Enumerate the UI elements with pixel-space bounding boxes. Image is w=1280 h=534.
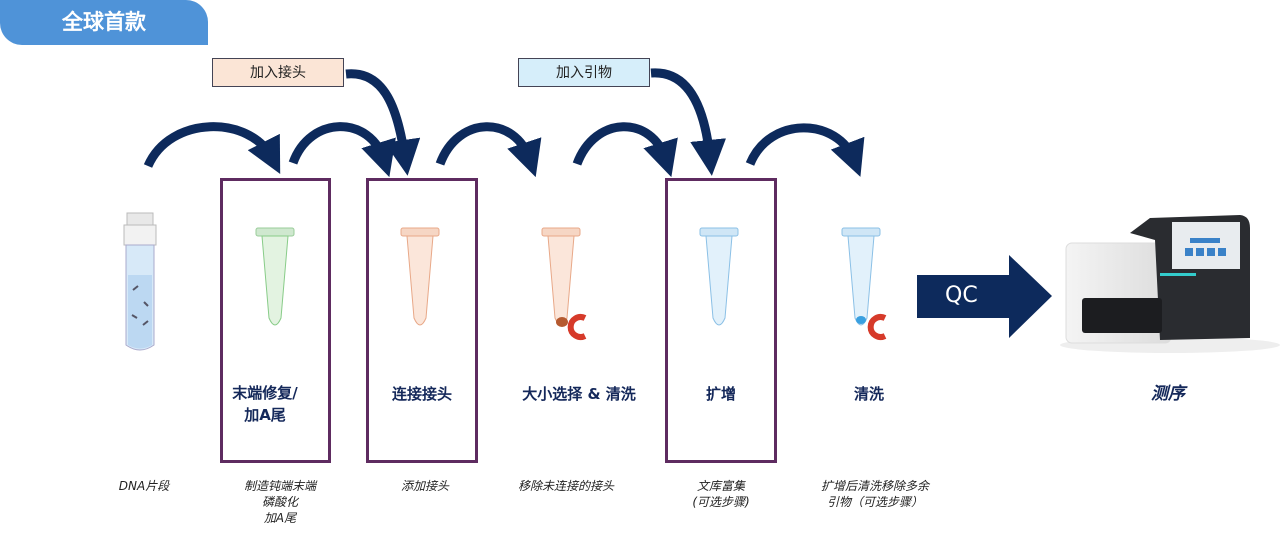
desc-ligation: 添加接头 (345, 478, 505, 494)
desc-line: 文库富集 (696, 479, 745, 493)
step-box-ligation (366, 178, 478, 463)
qc-label: QC (945, 283, 978, 308)
step-label-line: 加A尾 (244, 406, 286, 424)
step-end-repair: 末端修复/ 加A尾 (190, 382, 340, 426)
add-primer-tag: 加入引物 (518, 58, 650, 87)
flow-arrow-4 (572, 122, 678, 178)
desc-line: (可选步骤) (692, 495, 750, 509)
flow-arrow-5 (745, 123, 865, 177)
sequencer-instrument-icon (1060, 215, 1280, 353)
tube-orange-icon (400, 227, 440, 326)
flow-arrow-3 (435, 122, 542, 178)
step-box-end-repair (220, 178, 331, 463)
step-ligation: 连接接头 (391, 385, 452, 403)
desc-line: 添加接头 (400, 479, 449, 493)
tube-green-icon (255, 227, 295, 326)
step-box-amplification (665, 178, 777, 463)
dna-tube-icon (123, 212, 157, 351)
desc-amplification: 文库富集 (可选步骤) (641, 478, 801, 510)
tube-blue-magnet-icon (841, 227, 887, 340)
add-adapter-tag: 加入接头 (212, 58, 344, 87)
step-size-selection: 大小选择 & 清洗 (522, 385, 636, 403)
step-label-line: 末端修复/ (232, 384, 298, 402)
primer-arrow (650, 68, 727, 176)
desc-size-selection: 移除未连接的接头 (486, 478, 646, 494)
desc-line: 制造钝端末端 (243, 479, 316, 493)
desc-line: DNA片段 (118, 479, 170, 493)
title-badge: 全球首款 (0, 0, 208, 45)
desc-end-repair: 制造钝端末端 磷酸化 加A尾 (200, 478, 360, 526)
desc-dna: DNA片段 (64, 478, 224, 494)
flow-arrow-1 (143, 122, 281, 175)
tube-orange-magnet-icon (541, 227, 587, 340)
tube-blue-icon (699, 227, 739, 326)
step-sequencing: 测序 (1151, 384, 1185, 404)
desc-line: 引物（可选步骤） (826, 495, 923, 509)
step-cleanup: 清洗 (853, 385, 884, 403)
step-amplification: 扩增 (705, 385, 736, 403)
qc-arrow-icon (917, 255, 1052, 338)
desc-line: 加A尾 (263, 511, 297, 525)
desc-line: 移除未连接的接头 (517, 479, 614, 493)
desc-cleanup: 扩增后清洗移除多余 引物（可选步骤） (790, 478, 960, 510)
adapter-arrow (345, 69, 421, 176)
flow-arrow-2 (288, 122, 396, 178)
desc-line: 扩增后清洗移除多余 (820, 479, 929, 493)
desc-line: 磷酸化 (261, 495, 298, 509)
